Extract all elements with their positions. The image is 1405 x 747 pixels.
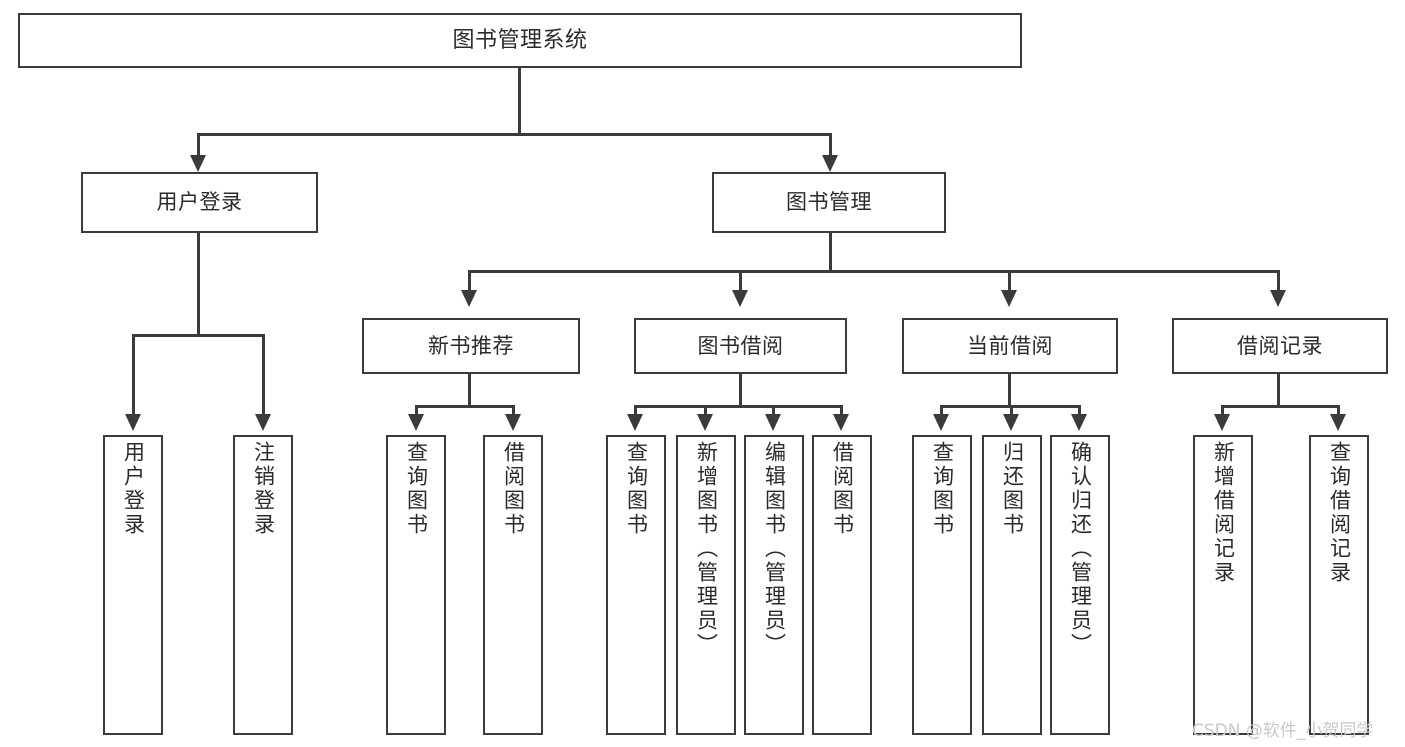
node-label: 归还图书 — [1000, 441, 1025, 537]
node-user-login[interactable]: 用户登录 — [81, 172, 318, 233]
leaf-borrow-record-add[interactable]: 新增借阅记录 — [1193, 435, 1253, 735]
node-label: 查询借阅记录 — [1327, 441, 1352, 585]
node-current-borrow[interactable]: 当前借阅 — [902, 318, 1118, 374]
node-label: 注销登录 — [251, 441, 276, 537]
edge-root-bus — [197, 133, 832, 136]
edge-new-book-bus — [415, 405, 515, 408]
edge-root-to-user-login — [197, 133, 200, 159]
edge-book-manage-drop-2 — [739, 270, 742, 294]
arrow-current-borrow-leaf-3 — [1071, 414, 1087, 431]
arrow-current-borrow-leaf-1 — [933, 414, 949, 431]
node-label: 借阅图书 — [501, 441, 526, 537]
node-label: 借阅记录 — [1237, 333, 1323, 358]
node-label: 用户登录 — [156, 190, 243, 215]
edge-current-borrow-bus — [940, 405, 1079, 408]
arrow-book-borrow-leaf-2 — [697, 414, 713, 431]
arrow-user-login-leaf-1 — [125, 414, 141, 431]
edge-borrow-record-stem — [1277, 373, 1280, 408]
edge-new-book-stem — [468, 373, 471, 408]
node-label: 新增借阅记录 — [1211, 441, 1236, 585]
arrow-to-book-manage — [822, 155, 838, 172]
edge-new-book-drop-2 — [512, 405, 515, 419]
edge-current-borrow-stem — [1008, 373, 1011, 408]
leaf-current-borrow-confirm-return[interactable]: 确认归还（管理员） — [1050, 435, 1110, 735]
arrow-new-book-leaf-2 — [505, 414, 521, 431]
csdn-watermark: CSDN @软件_小贺同学 — [1192, 721, 1374, 741]
arrow-user-login-leaf-2 — [255, 414, 271, 431]
node-book-management[interactable]: 图书管理 — [712, 172, 946, 233]
edge-borrow-record-drop-2 — [1337, 405, 1340, 419]
edge-book-manage-drop-4 — [1277, 270, 1280, 294]
node-label: 新增图书（管理员） — [694, 441, 719, 657]
edge-book-borrow-drop-2 — [704, 405, 707, 419]
edge-root-to-book-manage — [829, 133, 832, 159]
edge-user-login-stem — [197, 232, 200, 337]
edge-new-book-drop-1 — [415, 405, 418, 419]
node-label: 确认归还（管理员） — [1068, 441, 1093, 657]
arrow-to-current-borrow — [1001, 290, 1017, 307]
arrow-to-book-borrow — [732, 290, 748, 307]
arrow-book-borrow-leaf-1 — [627, 414, 643, 431]
node-label: 借阅图书 — [830, 441, 855, 537]
node-root-book-management-system[interactable]: 图书管理系统 — [18, 13, 1022, 68]
edge-book-borrow-drop-1 — [634, 405, 637, 419]
leaf-book-borrow-borrow[interactable]: 借阅图书 — [812, 435, 872, 735]
edge-book-borrow-drop-4 — [840, 405, 843, 419]
edge-book-manage-drop-1 — [468, 270, 471, 294]
node-label: 查询图书 — [930, 441, 955, 537]
edge-current-borrow-drop-2 — [1010, 405, 1013, 419]
leaf-borrow-record-query[interactable]: 查询借阅记录 — [1309, 435, 1369, 735]
edge-book-manage-bus — [468, 270, 1279, 273]
edge-root-stem — [518, 67, 521, 135]
leaf-new-book-borrow[interactable]: 借阅图书 — [483, 435, 543, 735]
arrow-to-borrow-record — [1270, 290, 1286, 307]
edge-borrow-record-bus — [1221, 405, 1340, 408]
leaf-book-borrow-add[interactable]: 新增图书（管理员） — [676, 435, 736, 735]
edge-user-login-drop-2 — [262, 334, 265, 418]
leaf-book-borrow-edit[interactable]: 编辑图书（管理员） — [744, 435, 804, 735]
edge-current-borrow-drop-3 — [1078, 405, 1081, 419]
edge-current-borrow-drop-1 — [940, 405, 943, 419]
arrow-book-borrow-leaf-4 — [833, 414, 849, 431]
node-label: 图书管理 — [786, 190, 872, 215]
node-label: 新书推荐 — [428, 333, 514, 358]
node-label: 图书借阅 — [697, 333, 784, 358]
arrow-book-borrow-leaf-3 — [765, 414, 781, 431]
arrow-new-book-leaf-1 — [408, 414, 424, 431]
node-new-book-recommend[interactable]: 新书推荐 — [362, 318, 580, 374]
edge-user-login-bus — [132, 334, 264, 337]
leaf-current-borrow-query[interactable]: 查询图书 — [912, 435, 972, 735]
leaf-new-book-query[interactable]: 查询图书 — [386, 435, 446, 735]
arrow-to-new-book-recommend — [461, 290, 477, 307]
edge-book-borrow-bus — [634, 405, 842, 408]
edge-user-login-drop-1 — [132, 334, 135, 418]
leaf-current-borrow-return[interactable]: 归还图书 — [982, 435, 1042, 735]
edge-borrow-record-drop-1 — [1221, 405, 1224, 419]
node-label: 图书管理系统 — [452, 27, 588, 53]
edge-book-manage-drop-3 — [1008, 270, 1011, 294]
node-borrow-record[interactable]: 借阅记录 — [1172, 318, 1388, 374]
edge-book-manage-stem — [829, 232, 832, 272]
node-label: 查询图书 — [404, 441, 429, 537]
leaf-book-borrow-query[interactable]: 查询图书 — [606, 435, 666, 735]
arrow-to-user-login — [190, 155, 206, 172]
leaf-user-login-logout[interactable]: 注销登录 — [233, 435, 293, 735]
arrow-borrow-record-leaf-1 — [1214, 414, 1230, 431]
node-label: 编辑图书（管理员） — [762, 441, 787, 657]
arrow-borrow-record-leaf-2 — [1330, 414, 1346, 431]
arrow-current-borrow-leaf-2 — [1003, 414, 1019, 431]
node-label: 当前借阅 — [967, 333, 1053, 358]
node-label: 查询图书 — [624, 441, 649, 537]
edge-book-borrow-stem — [739, 373, 742, 408]
edge-book-borrow-drop-3 — [772, 405, 775, 419]
node-book-borrow[interactable]: 图书借阅 — [634, 318, 847, 374]
leaf-user-login-login[interactable]: 用户登录 — [103, 435, 163, 735]
node-label: 用户登录 — [121, 441, 146, 537]
